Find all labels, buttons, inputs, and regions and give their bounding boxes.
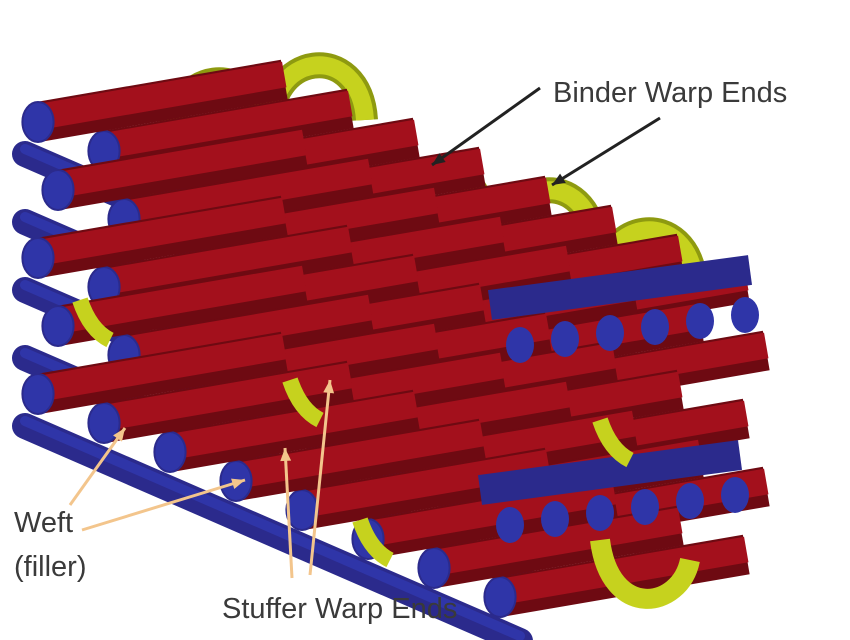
weft-end-cap xyxy=(641,309,669,345)
weft-rod-highlight xyxy=(20,416,525,640)
weft-end-cap xyxy=(686,303,714,339)
stuffer-warp-cylinder-shade xyxy=(233,420,485,489)
binder-warp-segment xyxy=(282,377,324,428)
weft-end-cap xyxy=(596,315,624,351)
stuffer-warp-end-cap xyxy=(285,489,319,531)
stuffer-warp-end-cap xyxy=(417,547,451,589)
weft-label: Weft xyxy=(14,507,73,539)
binder-arrow xyxy=(431,86,541,167)
weft-arrow xyxy=(68,427,127,506)
weft-end-cap xyxy=(506,327,534,363)
stuffer-warp-end-cap xyxy=(153,431,187,473)
binder-warp-segment xyxy=(352,517,394,568)
stuffer-warp-cylinder-shade xyxy=(55,265,307,334)
weft-end-cap xyxy=(551,321,579,357)
stuffer-warp-cylinder-shade xyxy=(35,197,287,266)
stuffer-warp-cylinder-shade xyxy=(365,478,617,547)
binder-arrow xyxy=(551,116,661,187)
weft-rod-side xyxy=(477,440,743,505)
stuffer-warp-end-cap xyxy=(41,305,75,347)
stuffer-warp-ends-label: Stuffer Warp Ends xyxy=(222,593,457,625)
stuffer-arrow-head xyxy=(280,448,292,462)
stuffer-warp-end-cap xyxy=(483,576,517,618)
stuffer-arrow xyxy=(308,379,332,576)
stuffer-warp-end-cap xyxy=(41,169,75,211)
weft-arrow-head xyxy=(113,428,125,442)
stuffer-arrow xyxy=(283,447,294,579)
weft-filler-label: (filler) xyxy=(14,551,87,583)
weft-rod-side xyxy=(487,255,753,320)
stuffer-warp-cylinder-shade xyxy=(497,536,749,605)
weft-end-cap xyxy=(731,297,759,333)
weave-layer xyxy=(12,59,770,640)
stuffer-warp-cylinder-shade xyxy=(101,226,353,295)
binder-warp-bottom-loop xyxy=(590,538,700,609)
binder-warp-ends-label: Binder Warp Ends xyxy=(553,77,787,109)
stuffer-warp-cylinder-shade xyxy=(35,333,287,402)
binder-warp-segment xyxy=(72,297,114,348)
stuffer-warp-end-cap xyxy=(21,237,55,279)
stuffer-warp-cylinder-shade xyxy=(121,294,373,363)
weft-end-cap xyxy=(631,489,659,525)
weft-end-cap xyxy=(496,507,524,543)
stuffer-warp-cylinder-shade xyxy=(101,362,353,431)
weft-arrow xyxy=(81,478,246,532)
stuffer-warp-end-cap xyxy=(21,373,55,415)
weft-end-cap xyxy=(676,483,704,519)
weft-end-cap xyxy=(721,477,749,513)
stuffer-arrow-head xyxy=(323,380,335,394)
stuffer-warp-cylinder-shade xyxy=(121,158,373,227)
binder-front-layer xyxy=(72,297,700,609)
stuffer-warp-cylinder-shade xyxy=(101,90,353,159)
weft-end-cap xyxy=(541,501,569,537)
stuffer-warp-end-cap xyxy=(21,101,55,143)
stuffer-warp-cylinder-shade xyxy=(35,61,287,130)
stuffer-warp-cylinder-shade xyxy=(55,129,307,198)
binder-arrow-head xyxy=(432,153,446,165)
stuffer-warp-end-cap xyxy=(87,402,121,444)
stuffer-warp-cylinder-shade xyxy=(299,449,551,518)
weft-end-cap xyxy=(586,495,614,531)
weft-arrow-head xyxy=(231,478,245,489)
stuffer-warp-cylinder-shade xyxy=(167,391,419,460)
binder-warp-segment xyxy=(592,417,634,468)
binder-arrow-head xyxy=(552,173,566,185)
arrows-layer xyxy=(68,86,661,579)
stuffer-warp-cylinder-shade xyxy=(431,507,683,576)
